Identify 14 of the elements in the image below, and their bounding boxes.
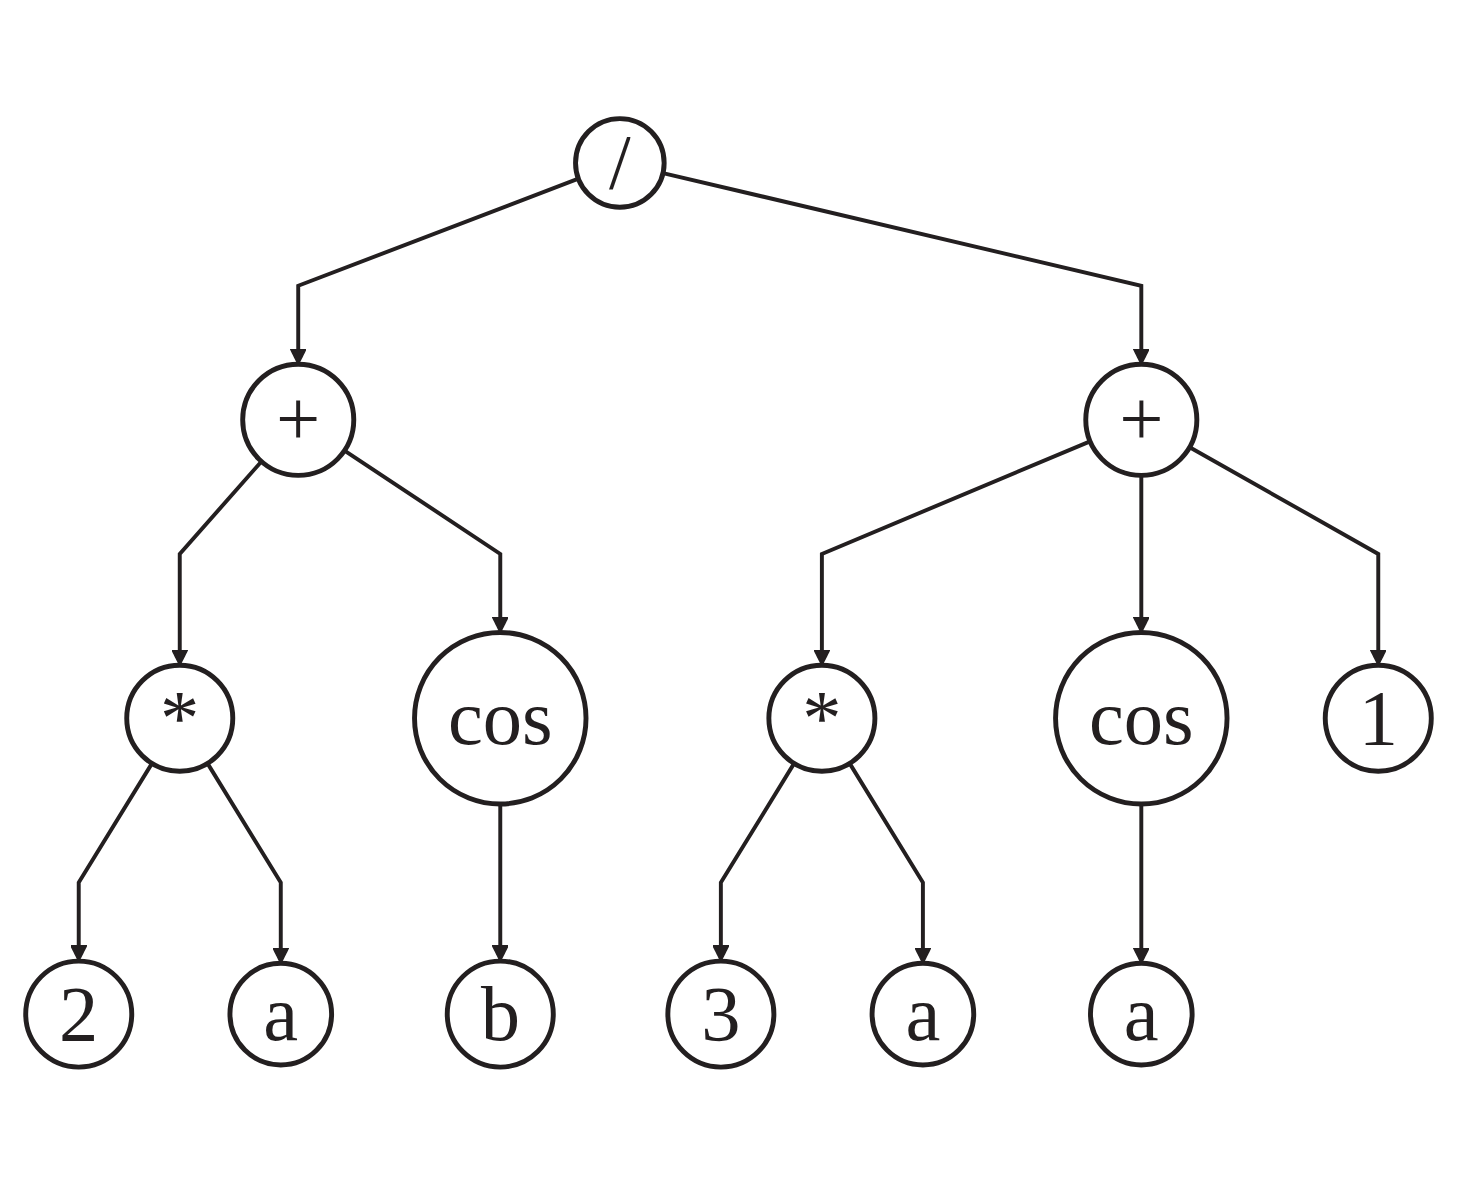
node-circle <box>1322 662 1434 774</box>
node-circle <box>1053 630 1230 807</box>
node-circle <box>766 662 878 774</box>
node-circle <box>444 958 556 1070</box>
node-circle <box>412 630 589 807</box>
node-circle <box>23 958 135 1070</box>
node-circle <box>869 960 977 1068</box>
node-circle <box>240 361 357 478</box>
node-circle <box>665 958 777 1070</box>
node-circle <box>573 116 667 210</box>
node-circle <box>124 662 236 774</box>
node-circle <box>1083 361 1200 478</box>
node-circle <box>227 960 335 1068</box>
node-circle <box>1088 960 1195 1068</box>
